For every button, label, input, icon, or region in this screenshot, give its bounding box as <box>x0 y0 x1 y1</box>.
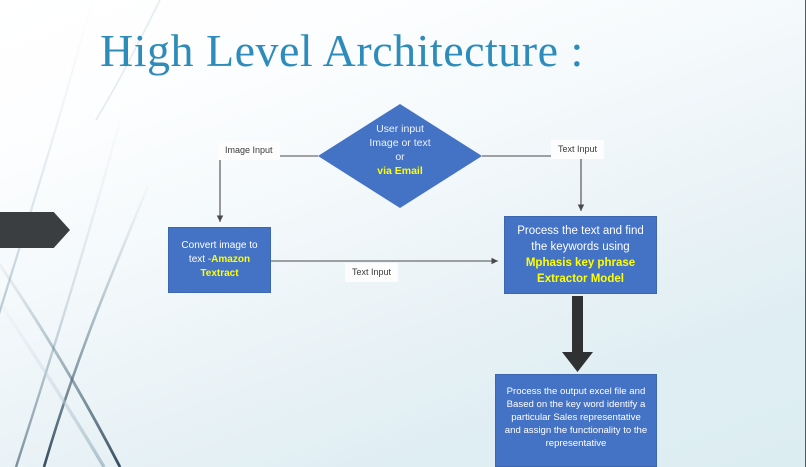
keyphrase-line-2: the keywords using <box>531 241 630 253</box>
output-line-1: Process the output excel file and <box>506 386 646 397</box>
keyphrase-line-1: Process the text and find <box>517 225 644 237</box>
output-line-2: Based on the key word identify a <box>506 399 646 410</box>
textract-line-2: text -Amazon <box>175 253 264 267</box>
diamond-line-1: User input <box>376 123 424 135</box>
text-input-middle-label: Text Input <box>345 263 399 282</box>
textract-line-2-highlight: Amazon <box>211 254 251 265</box>
textract-line-1: Convert image to <box>181 240 258 251</box>
chevron-block-icon <box>0 212 70 248</box>
convert-image-to-text-node[interactable]: Convert image to text -Amazon Textract <box>168 227 271 293</box>
diamond-line-4-highlight: via Email <box>377 165 423 177</box>
connector-text-input-right <box>482 155 585 211</box>
textract-line-2-plain: text - <box>188 254 212 265</box>
connector-image-input <box>216 155 318 222</box>
diamond-line-2: Image or text <box>369 137 431 149</box>
text-input-right-label: Text Input <box>551 140 605 159</box>
process-text-keywords-node[interactable]: Process the text and find the keywords u… <box>504 216 657 294</box>
diamond-text: User input Image or text or via Email <box>318 122 482 178</box>
image-input-label: Image Input <box>218 141 280 160</box>
keyphrase-line-4-highlight: Extractor Model <box>537 273 624 285</box>
connector-thick-down-arrow <box>562 296 593 372</box>
output-line-5: representative <box>545 438 607 449</box>
output-line-4: and assign the functionality to the <box>504 425 648 436</box>
user-input-decision-node[interactable]: User input Image or text or via Email <box>318 104 482 208</box>
process-output-excel-node[interactable]: Process the output excel file and Based … <box>495 374 657 467</box>
output-line-3: particular Sales representative <box>511 412 641 423</box>
textract-line-3-highlight: Textract <box>200 268 239 279</box>
keyphrase-line-3-highlight: Mphasis key phrase <box>525 257 636 269</box>
diamond-line-3: or <box>395 151 405 163</box>
page-title: High Level Architecture : <box>100 25 584 76</box>
